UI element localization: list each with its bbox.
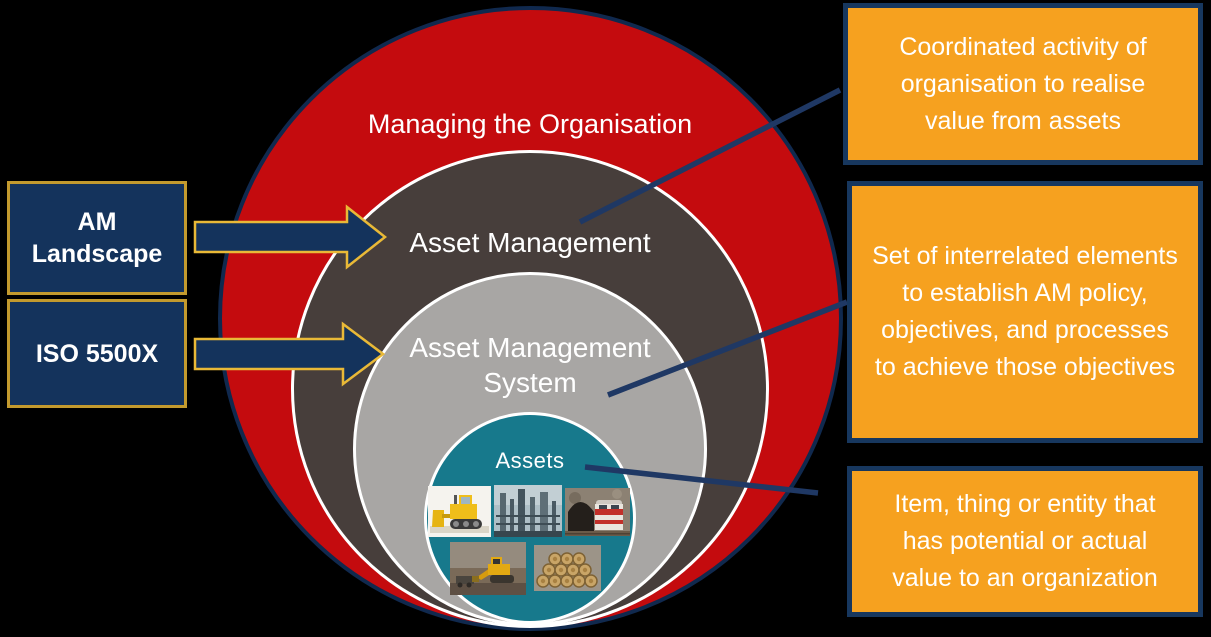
label-asset-management: Asset Management — [409, 227, 651, 258]
tag-box-am-landscape: AM Landscape — [7, 181, 187, 295]
definition-text-assets: Item, thing or entity that has potential… — [892, 490, 1158, 592]
tag-box-iso-5500x: ISO 5500X — [7, 299, 187, 408]
definition-box-assets: Item, thing or entity that has potential… — [847, 466, 1203, 617]
asset-photo-oil-refinery — [494, 485, 562, 537]
definition-text-asset-management: Coordinated activity of organisation to … — [899, 32, 1147, 135]
asset-photo-train-tunnel — [565, 488, 630, 536]
label-assets: Assets — [495, 448, 565, 473]
asset-photo-mining-excavator — [450, 542, 526, 595]
label-managing-the-organisation: Managing the Organisation — [367, 109, 693, 139]
label-asset-management-system: Asset Management System — [409, 332, 651, 398]
tag-label-iso-5500x: ISO 5500X — [35, 339, 159, 368]
definition-box-asset-management-system: Set of interrelated elements to establis… — [847, 181, 1203, 443]
asset-photo-bulldozer — [428, 486, 491, 537]
definition-text-asset-management-system: Set of interrelated elements to establis… — [872, 242, 1178, 381]
definition-box-asset-management: Coordinated activity of organisation to … — [843, 3, 1203, 165]
asset-photo-timber-logs — [534, 545, 601, 591]
tag-label-am-landscape: AM Landscape — [31, 208, 163, 268]
